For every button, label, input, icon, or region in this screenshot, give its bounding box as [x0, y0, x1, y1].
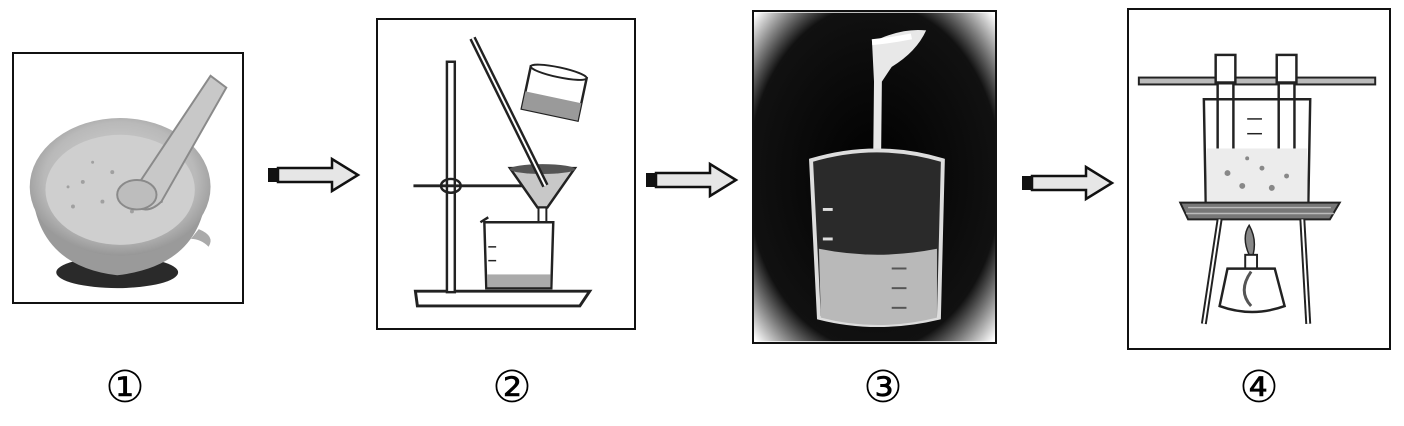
step-1-mortar-panel [12, 52, 244, 304]
step-4-label: ④ [1239, 362, 1279, 413]
water-bath-icon [1129, 10, 1389, 348]
mortar-pestle-icon [29, 74, 228, 289]
right-arrow-icon [268, 156, 361, 194]
step-1-label: ① [105, 362, 145, 413]
step-4-water-bath-panel [1127, 8, 1391, 350]
right-arrow-icon [1022, 164, 1115, 202]
step-2-label: ② [492, 362, 532, 413]
right-arrow-icon [646, 161, 739, 199]
step-3-label: ③ [863, 362, 903, 413]
filtration-apparatus-icon [378, 20, 634, 328]
step-3-pouring-panel [752, 10, 997, 344]
beaker-pour-icon [754, 12, 995, 342]
step-2-filtration-panel [376, 18, 636, 330]
